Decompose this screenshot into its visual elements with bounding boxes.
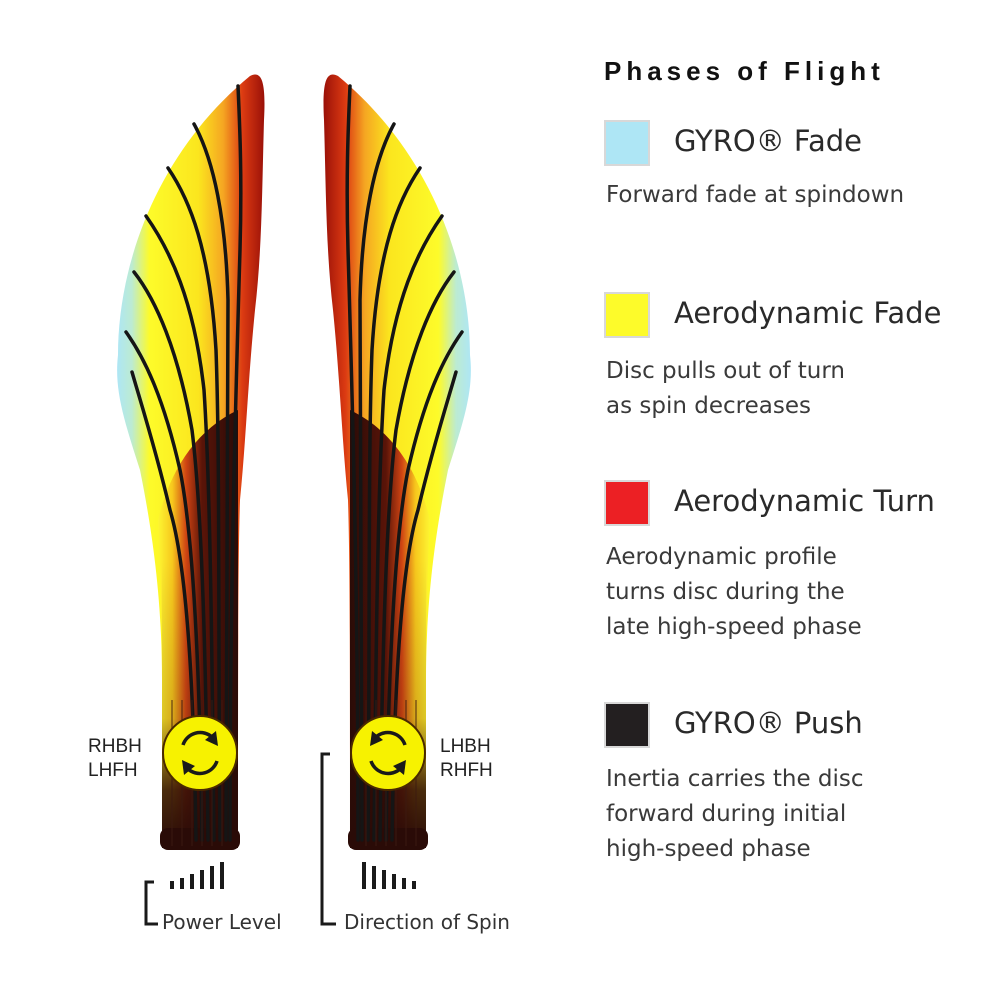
left-spin-disc xyxy=(162,715,238,791)
legend-description: Aerodynamic profile turns disc during th… xyxy=(606,544,862,640)
legend-description: Forward fade at spindown xyxy=(606,182,905,208)
legend-title: Phases of Flight xyxy=(604,56,885,86)
disc-marker-icon xyxy=(350,715,426,791)
legend-item-aerodynamic-fade: Aerodynamic Fade Disc pulls out of turn … xyxy=(604,292,984,432)
flight-diagram xyxy=(117,74,471,926)
power-level-bracket xyxy=(144,880,158,926)
left-throw-line1: RHBH xyxy=(88,736,142,757)
spin-direction-icon xyxy=(362,862,416,889)
gyro-push-swatch xyxy=(604,702,650,748)
disc-marker-icon xyxy=(162,715,238,791)
counter-clockwise-arrow-icon xyxy=(374,730,407,746)
clockwise-arrow-icon xyxy=(181,730,214,746)
aerodynamic-fade-swatch xyxy=(604,292,650,338)
right-throw-line1: LHBH xyxy=(440,736,491,757)
legend-item-gyro-fade: GYRO® Fade Forward fade at spindown xyxy=(604,120,984,220)
right-throw-line2: RHFH xyxy=(440,760,493,781)
right-throw-label: LHBH RHFH xyxy=(440,735,493,783)
aerodynamic-turn-swatch xyxy=(604,480,650,526)
legend-description: Disc pulls out of turn as spin decreases xyxy=(606,358,845,419)
power-level-caption: Power Level xyxy=(162,910,282,934)
spin-direction-bracket xyxy=(320,752,336,926)
legend-item-gyro-push: GYRO® Push Inertia carries the disc forw… xyxy=(604,702,984,872)
left-flight-shape xyxy=(117,74,265,850)
legend-name: Aerodynamic Turn xyxy=(674,484,935,518)
legend-name: GYRO® Push xyxy=(674,706,863,740)
left-throw-line2: LHFH xyxy=(88,760,138,781)
legend-name: GYRO® Fade xyxy=(674,124,862,158)
legend-description: Inertia carries the disc forward during … xyxy=(606,766,864,862)
left-throw-label: RHBH LHFH xyxy=(88,735,142,783)
right-flight-shape xyxy=(323,74,471,850)
gyro-fade-swatch xyxy=(604,120,650,166)
power-level-icon xyxy=(170,862,224,889)
spin-direction-caption: Direction of Spin xyxy=(344,910,510,934)
legend-name: Aerodynamic Fade xyxy=(674,296,942,330)
legend-item-aerodynamic-turn: Aerodynamic Turn Aerodynamic profile tur… xyxy=(604,480,984,650)
right-spin-disc xyxy=(350,715,426,791)
